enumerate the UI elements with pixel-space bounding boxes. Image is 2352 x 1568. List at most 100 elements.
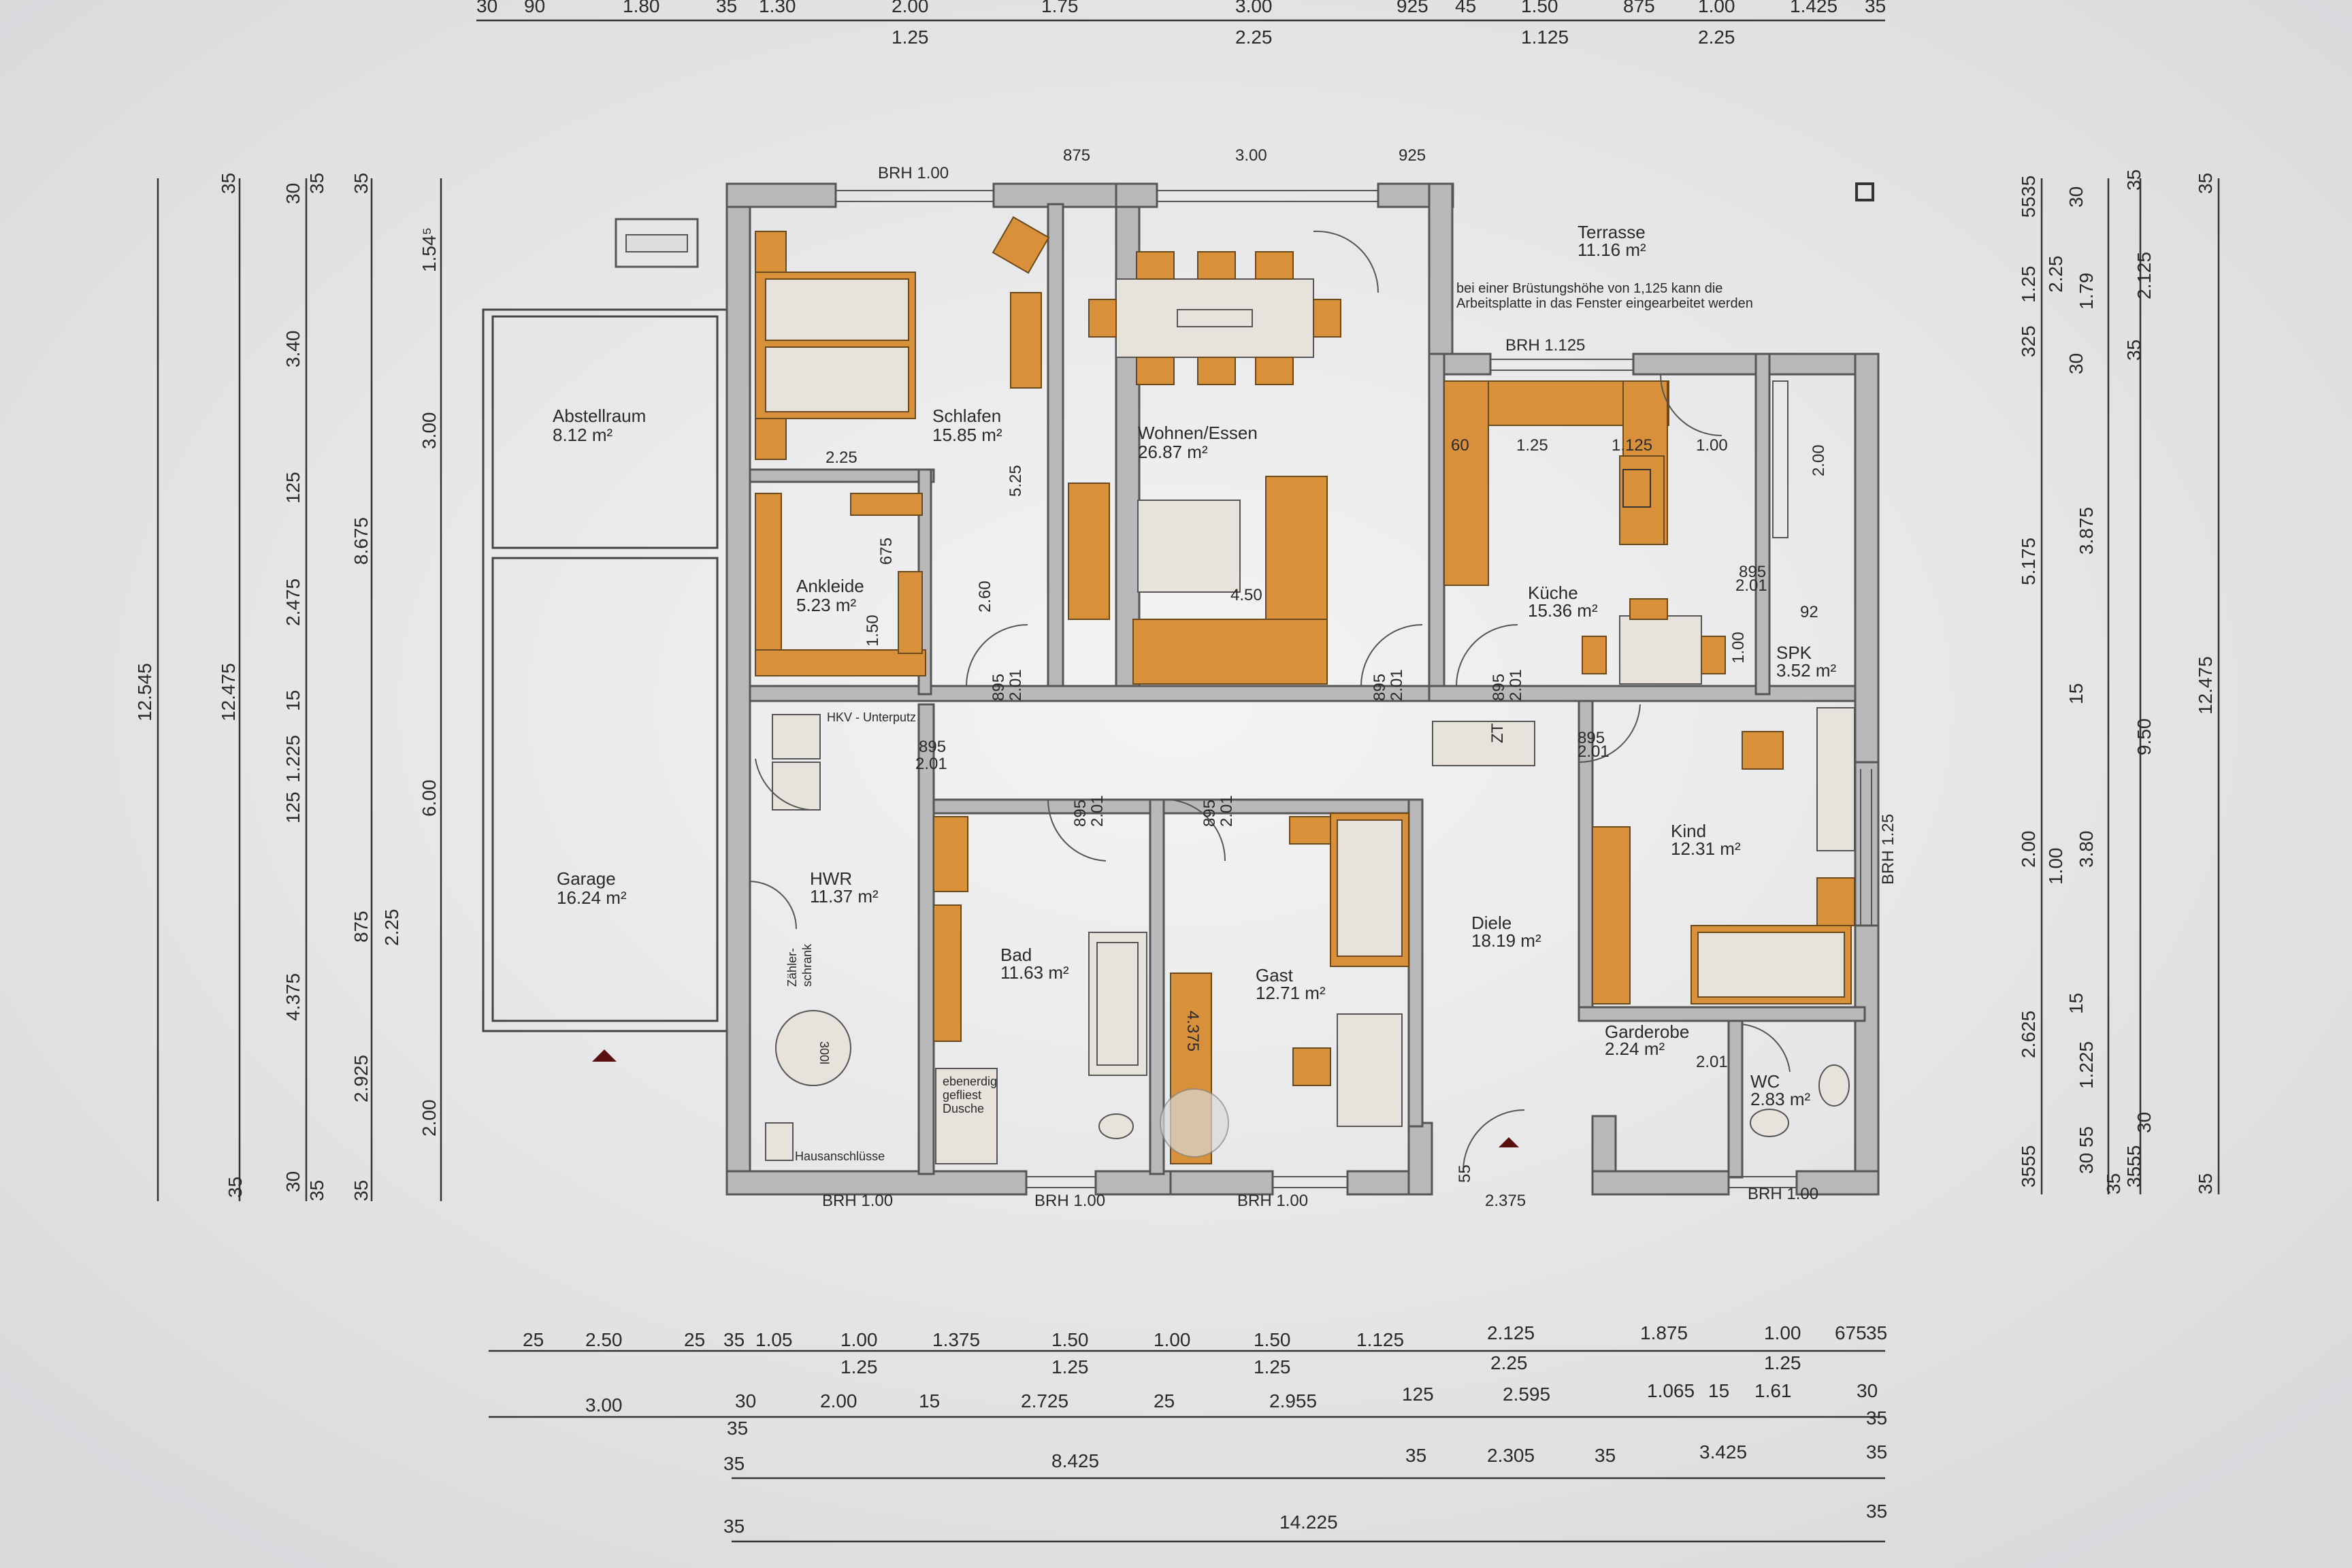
left3-3: 3.40 (282, 331, 304, 368)
bench-icon (615, 218, 699, 268)
shower-note-2: gefliest (943, 1088, 981, 1102)
top-dim-row2-2: 2.25 (1235, 27, 1273, 48)
door-dim-h-2: 2.01 (1388, 669, 1406, 701)
right2-7: 1.00 (2045, 848, 2066, 885)
bot2-9: 125 (1402, 1384, 1434, 1405)
top-dim-row2-4: 2.25 (1698, 27, 1735, 48)
top-dim-8: 3.00 (1235, 0, 1273, 16)
top-dim-9: 925 (1396, 0, 1428, 16)
dim-spk-92: 92 (1800, 603, 1818, 621)
right1-1: 5535 (2018, 176, 2039, 218)
bot2-13: 1.61 (1754, 1380, 1792, 1401)
right2-8: 3.80 (2076, 831, 2097, 868)
top-dim-row2-1: 1.25 (892, 27, 929, 48)
brh-kueche: BRH 1.125 (1505, 336, 1585, 355)
room-wc-name: WC (1750, 1071, 1780, 1092)
bot2-5: 15 (919, 1390, 940, 1411)
left5-1: 1.54⁵ (419, 227, 440, 272)
right2-4: 30 (2065, 353, 2087, 374)
dim-300-top: 3.00 (1235, 146, 1267, 165)
room-diele-area: 18.19 m² (1471, 930, 1541, 951)
bot1-14: 1.00 (1764, 1322, 1801, 1343)
top-dim-row2-3: 1.125 (1521, 27, 1569, 48)
room-garderobe-name: Garderobe (1605, 1022, 1689, 1042)
right2-2: 2.25 (2045, 256, 2066, 293)
bot2-2: 30 (735, 1390, 756, 1411)
left3-4: 125 (282, 472, 304, 504)
bot2-15: 35 (1866, 1407, 1887, 1428)
hkv-note: HKV - Unterputz (827, 710, 916, 724)
bot1-6: 1.00 (840, 1329, 878, 1350)
room-gast-name: Gast (1256, 965, 1294, 985)
top-dim-11: 1.50 (1521, 0, 1558, 16)
bot2-10: 2.595 (1503, 1384, 1550, 1405)
top-dim-3: 1.80 (623, 0, 660, 16)
bot1-3: 25 (684, 1329, 705, 1350)
brh-bad: BRH 1.00 (1034, 1192, 1105, 1210)
left4-2: 8.675 (350, 517, 372, 565)
door-dim-h-6: 2.01 (1088, 795, 1107, 827)
bot2-6: 2.725 (1021, 1390, 1068, 1411)
zaehler-note-2: schrank (800, 943, 814, 987)
dim-schlafen-260: 2.60 (976, 581, 994, 612)
dim-925-top: 925 (1399, 146, 1426, 165)
room-ankleide-name: Ankleide (796, 576, 864, 596)
dim-kueche-125: 1.25 (1516, 436, 1548, 455)
left-dimensions: 12.545 35 35 12.475 30 35 3.40 125 2.475… (134, 173, 440, 1201)
bot1-12: 2.125 (1487, 1322, 1535, 1343)
shower-note-1: ebenerdig (943, 1075, 997, 1088)
brh-labels: BRH 1.00 BRH 1.125 BRH 1.00 BRH 1.00 BRH… (822, 164, 1897, 1210)
bot2-11: 1.065 (1647, 1380, 1695, 1401)
bot1-15: 675 (1835, 1322, 1867, 1343)
bot3-1: 35 (723, 1453, 745, 1474)
top-dimensions: 30 90 1.80 35 1.30 2.00 1.75 3.00 925 45… (476, 0, 1886, 48)
bot2-4: 2.00 (820, 1390, 858, 1411)
room-schlafen-area: 15.85 m² (932, 425, 1002, 445)
right2-9: 1.225 (2076, 1041, 2097, 1089)
right2-6: 15 (2065, 683, 2087, 704)
door-dim-w-7: 895 (1200, 800, 1219, 827)
right4-1: 35 (2195, 173, 2216, 194)
terrace-note-line1: bei einer Brüstungshöhe von 1,125 kann d… (1456, 281, 1722, 296)
bot1-4: 35 (723, 1329, 745, 1350)
room-bad-area: 11.63 m² (1000, 962, 1069, 983)
top-dim-6: 2.00 (892, 0, 929, 16)
door-dim-w-8: 895 (1739, 563, 1766, 581)
dim-diele-2375: 2.375 (1485, 1192, 1526, 1210)
entrance-arrow-icon-2 (1499, 1137, 1519, 1147)
room-garage-name: Garage (557, 868, 616, 889)
door-dim-w-2: 895 (1371, 674, 1389, 701)
room-spk-area: 3.52 m² (1776, 660, 1836, 681)
bot1-13: 1.875 (1640, 1322, 1688, 1343)
door-dim-w-1: 895 (990, 674, 1008, 701)
tank-note: 300l (817, 1041, 831, 1064)
right1-2: 1.25 (2018, 266, 2039, 304)
left4-1: 35 (350, 173, 372, 194)
bot2-1: 3.00 (585, 1394, 623, 1416)
bot1-7: 1.375 (932, 1329, 980, 1350)
left3-5: 2.475 (282, 578, 304, 626)
left4-3: 875 (350, 911, 372, 943)
dim-kueche-200: 2.00 (1810, 444, 1828, 476)
furniture (755, 216, 1855, 1164)
room-abstellraum-area: 8.12 m² (553, 425, 612, 445)
bot1-16: 35 (1866, 1322, 1887, 1343)
bot3-6: 3.425 (1699, 1441, 1747, 1463)
right3-4: 9.50 (2134, 719, 2155, 756)
right1-3: 325 (2018, 325, 2039, 357)
right2-1: 30 (2065, 186, 2087, 208)
brh-wc: BRH 1.00 (1748, 1185, 1818, 1203)
room-diele-name: Diele (1471, 913, 1512, 933)
room-terrasse-name: Terrasse (1578, 222, 1646, 242)
bot3-4: 2.305 (1487, 1445, 1535, 1466)
dim-gast-4375: 4.375 (1183, 1011, 1202, 1051)
left3-9: 4.375 (282, 973, 304, 1021)
right3-6: 30 (2134, 1112, 2155, 1133)
top-dim-10: 45 (1455, 0, 1476, 16)
left3-1: 30 (282, 183, 304, 204)
left3-7: 1.225 (282, 735, 304, 783)
room-wc-area: 2.83 m² (1750, 1089, 1810, 1109)
right3-5: 3555 (2123, 1145, 2144, 1188)
